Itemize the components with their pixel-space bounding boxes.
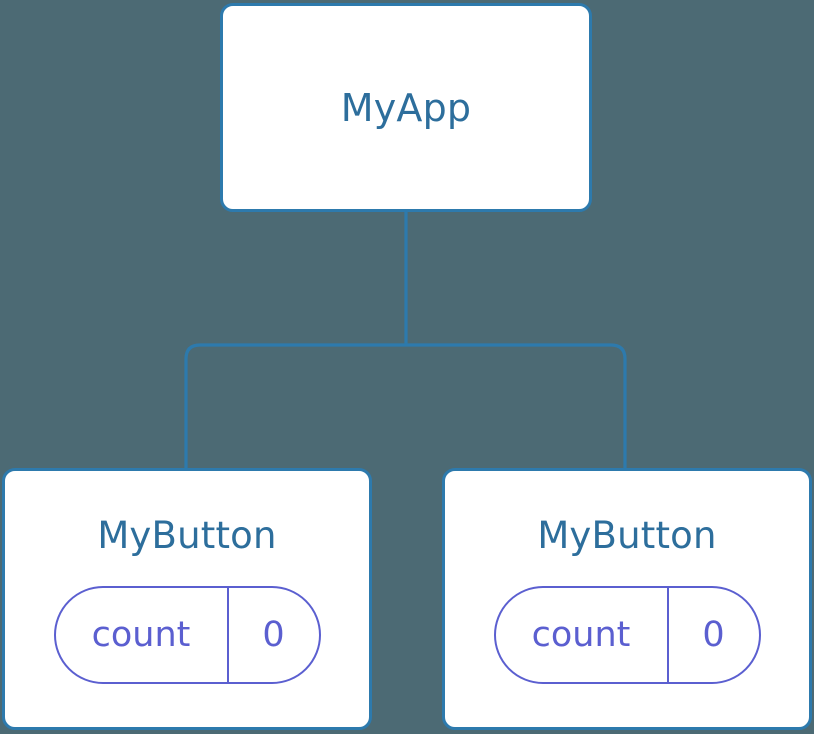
node-mybutton-0-body: MyButton count 0 <box>5 471 369 684</box>
state-value-cell-1: 0 <box>669 588 759 682</box>
state-value-cell-0: 0 <box>229 588 319 682</box>
state-value-label-0: 0 <box>262 614 285 655</box>
node-myapp[interactable]: MyApp <box>220 3 592 212</box>
node-mybutton-0[interactable]: MyButton count 0 <box>2 468 372 730</box>
node-mybutton-0-label: MyButton <box>97 514 277 557</box>
node-myapp-label: MyApp <box>340 85 472 130</box>
state-key-label-0: count <box>91 614 191 655</box>
node-mybutton-1[interactable]: MyButton count 0 <box>442 468 812 730</box>
state-pill-count-1[interactable]: count 0 <box>493 586 761 684</box>
state-pill-count-0[interactable]: count 0 <box>53 586 321 684</box>
state-key-cell-0: count <box>56 588 229 682</box>
edge-root-to-child-0 <box>184 343 406 470</box>
state-key-cell-1: count <box>496 588 669 682</box>
node-mybutton-1-label: MyButton <box>537 514 717 557</box>
edge-root-to-child-1 <box>406 343 627 470</box>
state-key-label-1: count <box>531 614 631 655</box>
state-value-label-1: 0 <box>702 614 725 655</box>
node-mybutton-1-body: MyButton count 0 <box>445 471 809 684</box>
